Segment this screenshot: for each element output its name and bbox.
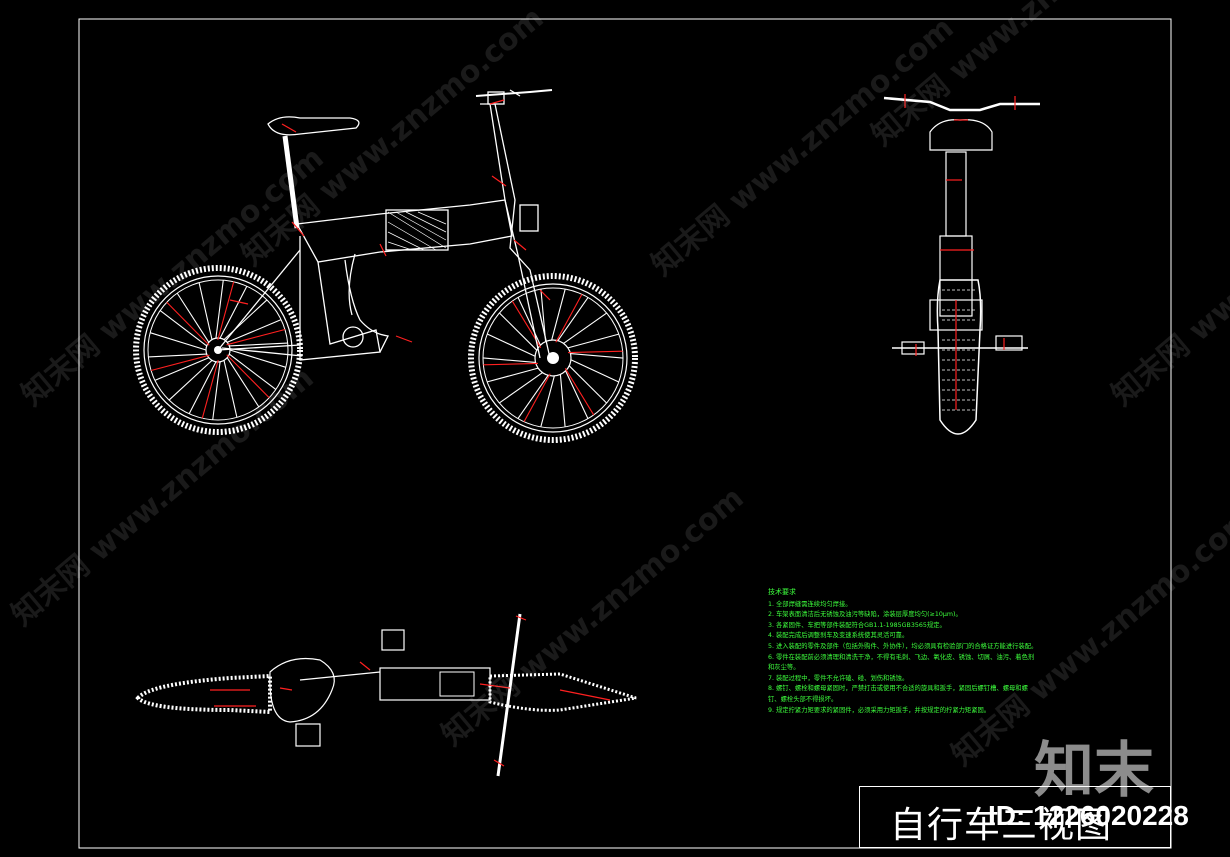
id-label: ID: 1226020228 (988, 800, 1189, 831)
note-item: 1. 全部焊缝需连续均匀焊接。 (768, 600, 852, 608)
spoke (150, 354, 210, 372)
note-item: 8. 螺钉、螺栓和螺母紧固时，严禁打击或使用不合适的旋具和扳手，紧固后螺钉槽、螺… (768, 685, 1028, 703)
spoke (563, 312, 607, 344)
spoke (219, 285, 248, 339)
spoke (166, 301, 210, 346)
spoke (568, 350, 623, 354)
spoke (570, 359, 619, 383)
brand-logo: 知末 (1034, 736, 1154, 806)
spoke (559, 374, 566, 427)
note-item: 9. 规定拧紧力矩要求的紧固件，必须采用力矩扳手，并按规定的拧紧力矩紧固。 (768, 706, 991, 714)
spoke (568, 365, 607, 404)
note-item: 7. 装配过程中，零件不允许磕、碰、划伤和锈蚀。 (768, 674, 909, 682)
spoke (168, 359, 213, 401)
front-wheel (468, 273, 638, 443)
spoke (159, 310, 208, 347)
spoke (201, 359, 219, 419)
spoke (555, 294, 583, 343)
side-view (133, 89, 638, 443)
spoke (176, 292, 210, 343)
top-view (135, 613, 637, 777)
spoke (482, 357, 536, 363)
spoke (223, 299, 268, 341)
notes-heading: 技术要求 (768, 588, 796, 596)
spoke (487, 367, 539, 383)
note-item: 6. 零件在装配前必须清理和清洗干净，不得有毛刺、飞边、氧化皮、锈蚀、切屑、油污… (768, 653, 1035, 672)
front-view (883, 94, 1040, 435)
spoke (226, 328, 286, 346)
spoke (198, 282, 213, 340)
spoke (483, 362, 538, 366)
spoke (226, 319, 282, 343)
spoke (487, 333, 536, 357)
spoke (570, 353, 624, 359)
spoke (154, 357, 210, 381)
spoke (226, 357, 260, 408)
spoke (188, 361, 217, 415)
spoke (499, 372, 543, 404)
spoke (215, 280, 224, 339)
spoke (212, 361, 221, 420)
rear-wheel (133, 265, 303, 435)
technical-notes: 技术要求 1. 全部焊缝需连续均匀焊接。 2. 车架表面清洁后无锈蚀及油污等缺陷，… (768, 587, 1038, 716)
title-block: 自行车三视图 (859, 786, 1171, 848)
spoke (523, 373, 551, 422)
spoke (565, 370, 589, 419)
note-item: 2. 车架表面清洁后无锈蚀及油污等缺陷，涂装层厚度均匀(≥10μm)。 (768, 611, 962, 619)
drawing-border (78, 18, 1172, 849)
drawing-title: 自行车三视图 (890, 805, 1113, 846)
spoke (229, 342, 288, 347)
spoke (517, 297, 541, 346)
notes-list: 1. 全部焊缝需连续均匀焊接。 2. 车架表面清洁后无锈蚀及油污等缺陷，涂装层厚度… (768, 600, 1038, 717)
spoke (540, 375, 555, 428)
spoke (223, 360, 238, 418)
note-item: 4. 装配完成后调整刹车及变速系统使其灵活可靠。 (768, 632, 909, 640)
spoke (228, 353, 277, 390)
note-item: 5. 进入装配的零件及部件（包括外购件、外协件），均必须具有检验部门的合格证方能… (768, 642, 1038, 650)
side-view-dimensions (229, 99, 551, 343)
note-item: 3. 各紧固件、车把等部件装配符合GB1.1-1985GB3565规定。 (768, 621, 946, 629)
frame (217, 89, 553, 361)
spoke (148, 353, 207, 358)
spoke (564, 368, 595, 416)
spoke (150, 332, 207, 351)
spoke (567, 333, 619, 349)
spoke (217, 281, 235, 341)
spoke (499, 312, 538, 351)
spoke (226, 354, 270, 399)
spoke (557, 297, 589, 341)
spoke (517, 375, 549, 419)
spoke (229, 349, 286, 368)
spoke (551, 288, 566, 341)
